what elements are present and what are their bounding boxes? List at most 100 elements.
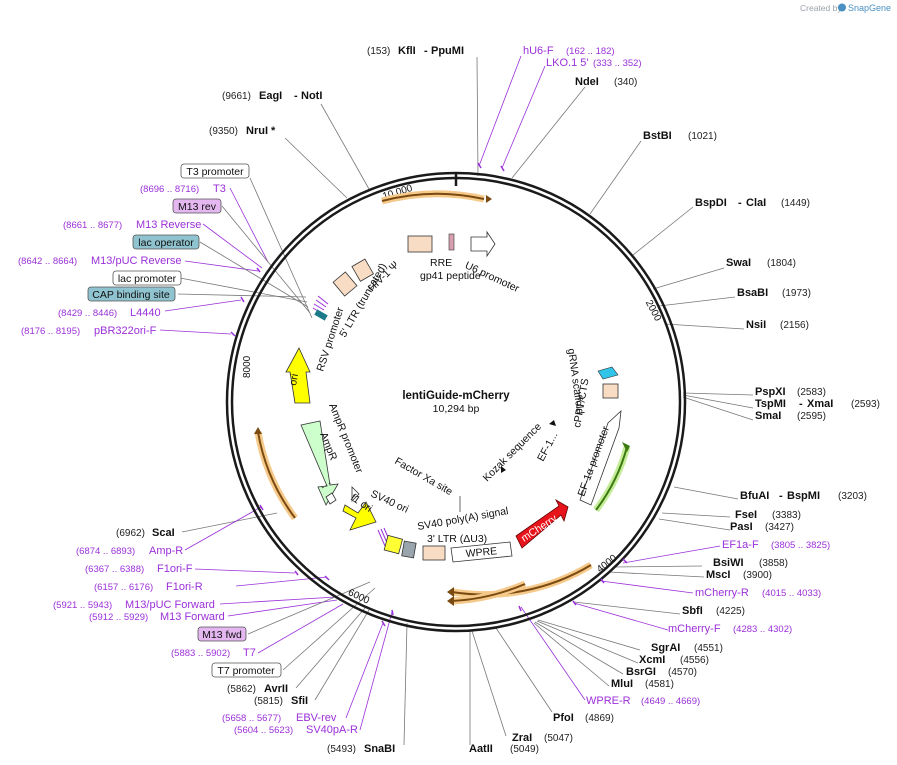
enzyme-smai: SmaI	[755, 410, 781, 422]
enzyme-xcmi-num: (4556)	[680, 655, 709, 666]
box-lac-operator: lac operator	[138, 237, 194, 249]
enzyme-bspdi: BspDI	[695, 197, 727, 209]
enzyme-fsei: FseI	[735, 509, 757, 521]
primer-f1ori-r-num: (6157 .. 6176)	[94, 582, 153, 593]
primer-sv40pa-r-num: (5604 .. 5623)	[234, 725, 293, 736]
plasmid-name: lentiGuide-mCherry	[402, 390, 510, 402]
grna-scaffold-arrow	[597, 366, 619, 380]
ef1a-promoter-arrow	[579, 409, 622, 506]
enzyme-pspxi: PspXI	[755, 386, 786, 398]
box-m13-fwd: M13 fwd	[202, 629, 242, 641]
svg-text:-: -	[424, 45, 428, 57]
primer-sv40pa-r: SV40pA-R	[306, 724, 358, 736]
enzyme-labels: (153) KflI - PpuMI (9661) EagI - NotI (9…	[116, 45, 880, 755]
feature-kozak: Kozak sequence	[481, 421, 544, 484]
enzyme-mlui-num: (4581)	[645, 679, 674, 690]
primer-ef1af: EF1a-F	[722, 539, 759, 551]
enzyme-sbfi-num: (4225)	[716, 606, 745, 617]
enzyme-avrii: AvrII	[264, 683, 288, 695]
enzyme-nsii-num: (2156)	[780, 320, 809, 331]
primer-labels: hU6-F (162 .. 182) LKO.1 5' (333 .. 352)…	[18, 45, 830, 736]
primer-m13puc-reverse: M13/pUC Reverse	[91, 255, 181, 267]
enzyme-msci-num: (3900)	[743, 570, 772, 581]
box-t7-promoter: T7 promoter	[217, 665, 275, 677]
primer-amp-r-num: (6874 .. 6893)	[76, 546, 135, 557]
ampr-promoter-arrow	[325, 492, 337, 505]
feature-sv40-ori: SV40 ori	[369, 488, 411, 516]
enzyme-bstbi-num: (1021)	[688, 131, 717, 142]
enzyme-bsabi: BsaBI	[737, 287, 768, 299]
sv40-ori-block	[383, 534, 404, 555]
primer-m13-reverse: M13 Reverse	[136, 219, 201, 231]
box-t3-promoter: T3 promoter	[186, 166, 244, 178]
enzyme-aatii: AatII	[469, 743, 493, 755]
primer-lko: LKO.1 5'	[546, 57, 588, 69]
enzyme-bspmi: BspMI	[787, 490, 820, 502]
primer-lko-num: (333 .. 352)	[593, 58, 642, 69]
rre-block	[407, 235, 433, 253]
enzyme-bfuai: BfuAI	[740, 490, 769, 502]
hiv-psi-block	[351, 258, 374, 282]
enzyme-pasi-num: (3427)	[765, 522, 794, 533]
enzyme-nsii: NsiI	[746, 319, 766, 331]
box-cap-binding-site: CAP binding site	[92, 289, 170, 301]
feature-rre: RRE	[430, 257, 452, 269]
enzyme-sgrai: SgrAI	[651, 642, 680, 654]
enzyme-bsrgi: BsrGI	[626, 666, 656, 678]
primer-m13puc-forward-num: (5921 .. 5943)	[53, 600, 112, 611]
enzyme-sgrai-num: (4551)	[694, 643, 723, 654]
ori-arrow	[285, 347, 311, 404]
primer-t3-num: (8696 .. 8716)	[140, 184, 199, 195]
primer-mcherry-f: mCherry-F	[668, 623, 721, 635]
primer-f1ori-f-num: (6367 .. 6388)	[85, 564, 144, 575]
svg-text:-: -	[294, 90, 298, 102]
primer-hu6f-num: (162 .. 182)	[566, 46, 615, 57]
primer-backbone-marks	[230, 162, 628, 627]
enzyme-clai-num: (1449)	[781, 198, 810, 209]
primer-mcherry-f-num: (4283 .. 4302)	[733, 624, 792, 635]
sv40-polya-block	[401, 540, 417, 559]
enzyme-msci: MscI	[706, 569, 730, 581]
enzyme-pfoi-num: (4869)	[585, 713, 614, 724]
enzyme-nrui-num: (9350)	[209, 126, 238, 137]
feature-mcherry: mCherry	[519, 512, 560, 544]
primer-t7-num: (5883 .. 5902)	[171, 648, 230, 659]
svg-text:-: -	[799, 398, 803, 410]
enzyme-leader-lines	[181, 56, 754, 746]
primer-m13-forward-num: (5912 .. 5929)	[89, 612, 148, 623]
svg-text:-: -	[738, 197, 742, 209]
boxed-labels: T3 promoter M13 rev lac operator lac pro…	[87, 163, 282, 678]
enzyme-kfli: KflI	[398, 45, 416, 57]
feature-wpre: WPRE	[465, 545, 497, 560]
primer-t7: T7	[243, 647, 256, 659]
enzyme-bsiwi: BsiWI	[713, 557, 744, 569]
tick-2000: 2000	[643, 298, 663, 323]
enzyme-kfli-num: (153)	[367, 46, 390, 57]
inner-features	[285, 230, 622, 563]
enzyme-mlui: MluI	[611, 678, 633, 690]
enzyme-smai-num: (2595)	[797, 411, 826, 422]
primer-ef1af-num: (3805 .. 3825)	[771, 540, 830, 551]
f1-tip	[351, 486, 360, 502]
f1-ori-arrow	[342, 501, 377, 531]
enzyme-pfoi: PfoI	[553, 712, 574, 724]
enzyme-xcmi: XcmI	[639, 654, 665, 666]
enzyme-zrai: ZraI	[512, 732, 532, 744]
primer-amp-r: Amp-R	[149, 545, 183, 557]
enzyme-bsiwi-num: (3858)	[759, 558, 788, 569]
primer-m13puc-forward: M13/pUC Forward	[125, 599, 215, 611]
primer-t3: T3	[213, 183, 226, 195]
enzyme-scai: ScaI	[152, 527, 175, 539]
enzyme-bspmi-num: (3203)	[838, 491, 867, 502]
primer-m13-forward: M13 Forward	[160, 611, 225, 623]
primer-mcherry-r: mCherry-R	[695, 587, 749, 599]
feature-gp41: gp41 peptide	[420, 270, 481, 282]
cppt-block	[602, 383, 619, 399]
feature-ef1-short: EF-1...	[535, 430, 560, 463]
box-m13-rev: M13 rev	[178, 201, 217, 213]
lac-block	[314, 309, 328, 321]
enzyme-zrai-num: (5047)	[544, 733, 573, 744]
plasmid-size: 10,294 bp	[433, 403, 480, 415]
primer-l4440: L4440	[130, 307, 161, 319]
tick-4000: 4000	[595, 553, 620, 576]
